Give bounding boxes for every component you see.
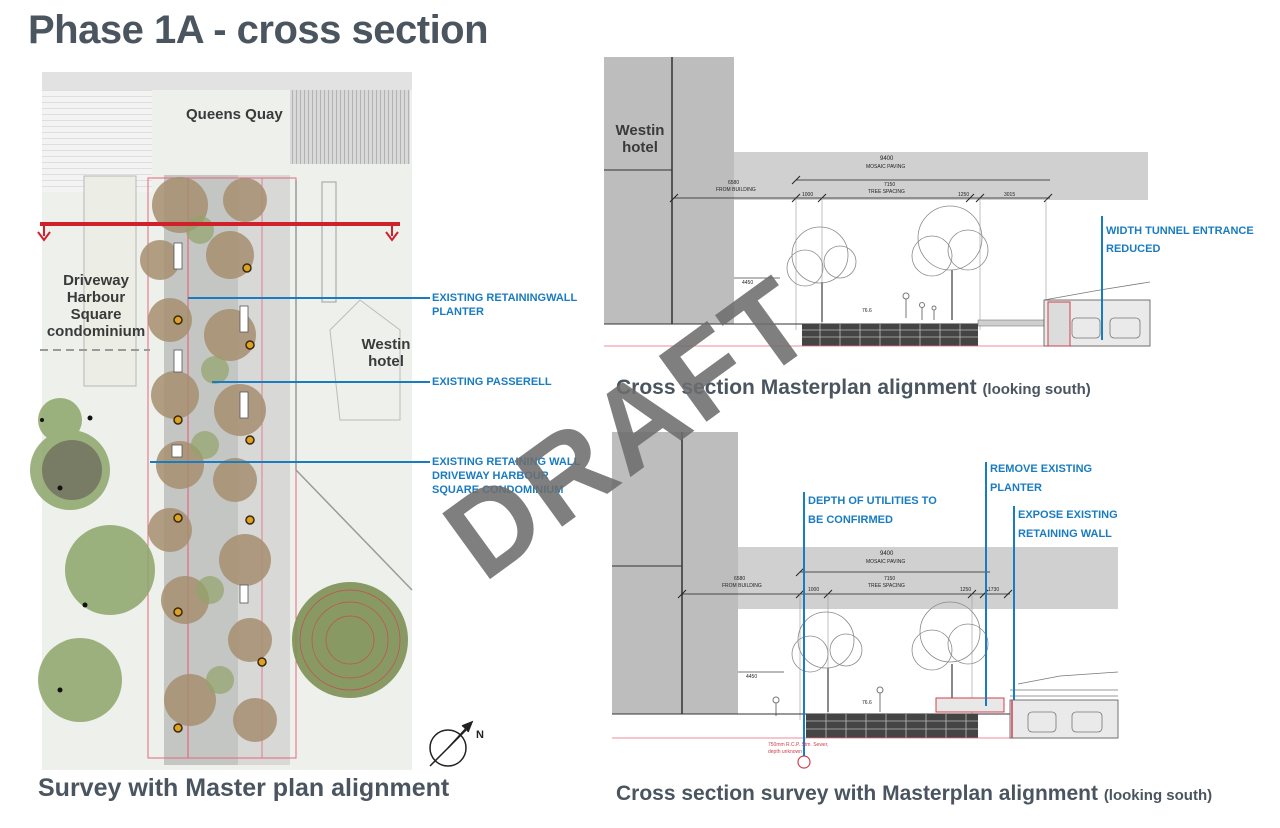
top-dim-from-building-value: 6580 — [728, 180, 740, 186]
bottom-dim-height: 4450 — [746, 674, 758, 680]
top-dim-d1: 1000 — [802, 192, 814, 198]
callout-retaining-wall-driveway: EXISTING RETAINING WALL DRIVEWAY HARBOUR… — [432, 456, 581, 496]
top-dim-height: 4450 — [742, 280, 754, 286]
page-title: Phase 1A - cross section — [28, 8, 489, 52]
bottom-dim-d3: 1730 — [988, 587, 1000, 593]
callout-passerell: EXISTING PASSERELL — [432, 376, 552, 388]
top-dim-elev: 76.6 — [862, 308, 872, 314]
north-arrow-icon — [429, 720, 474, 767]
bottom-dim-d2: 1250 — [960, 587, 972, 593]
top-section-caption: Cross section Masterplan alignment (look… — [616, 376, 1091, 400]
callout-depth-utilities: DEPTH OF UTILITIES TO BE CONFIRMED — [808, 495, 937, 526]
callout-width-tunnel: WIDTH TUNNEL ENTRANCE REDUCED — [1106, 225, 1254, 255]
bottom-dim-elev: 76.6 — [862, 700, 872, 706]
top-dim-d3: 3015 — [1004, 192, 1016, 198]
top-section-caption-note: (looking south) — [982, 381, 1091, 398]
callout-remove-planter: REMOVE EXISTING PLANTER — [990, 463, 1093, 494]
top-dim-paving: MOSAIC PAVING — [866, 164, 906, 170]
queens-quay-label: Queens Quay — [186, 106, 283, 123]
bottom-section-caption-note: (looking south) — [1103, 787, 1213, 804]
callout-expose-wall: EXPOSE EXISTING RETAINING WALL — [1018, 509, 1118, 540]
bottom-section-caption: Cross section survey with Masterplan ali… — [616, 782, 1212, 806]
top-dim-total: 9400 — [880, 156, 894, 162]
callout-retaining-wall-planter: EXISTING RETAININGWALL PLANTER — [432, 292, 578, 318]
bottom-dim-tree-spacing: TREE SPACING — [868, 583, 905, 589]
bottom-dim-d1: 1000 — [808, 587, 820, 593]
svg-text:N: N — [476, 729, 484, 741]
top-dim-tree-spacing-value: 7150 — [884, 182, 896, 188]
bottom-dim-from-building: FROM BUILDING — [722, 583, 762, 589]
top-dim-tree-spacing: TREE SPACING — [868, 189, 905, 195]
bottom-dim-from-building-value: 6580 — [734, 576, 746, 582]
top-westin-label: Westin hotel — [615, 122, 665, 156]
plan-westin-label: Westin hotel — [361, 336, 411, 370]
bottom-dim-total: 9400 — [880, 551, 894, 557]
bottom-dim-tree-spacing-value: 7150 — [884, 576, 896, 582]
bottom-section-caption-text: Cross section survey with Masterplan ali… — [616, 782, 1098, 805]
top-dim-from-building: FROM BUILDING — [716, 187, 756, 193]
bottom-dim-paving: MOSAIC PAVING — [866, 559, 906, 565]
plan-caption: Survey with Master plan alignment — [38, 774, 450, 802]
sewer-note: 750mm R.C.P. Stm. Sewer, depth unknown — [768, 742, 829, 755]
top-section-caption-text: Cross section Masterplan alignment — [616, 376, 977, 399]
top-dim-d2: 1250 — [958, 192, 970, 198]
driveway-label: Driveway Harbour Square condominium — [46, 272, 146, 340]
